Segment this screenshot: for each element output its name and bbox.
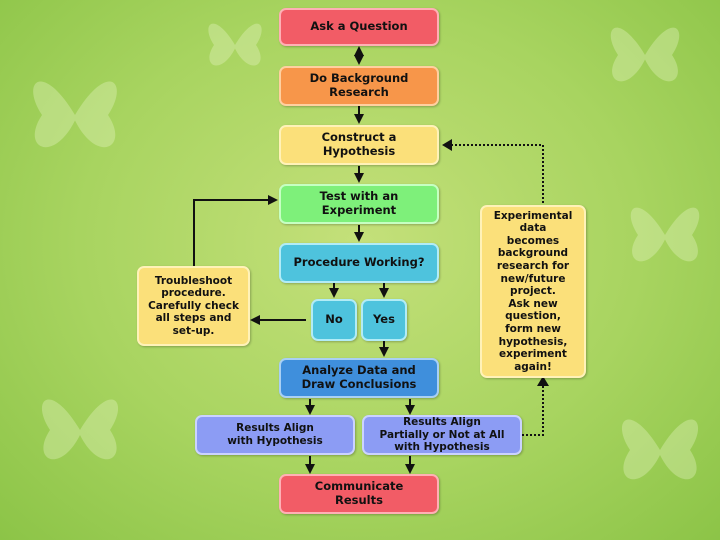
- butterfly-decoration-icon: [610, 27, 680, 82]
- node-results-align: Results Align with Hypothesis: [195, 415, 355, 455]
- node-experimental-data: Experimental data becomes background res…: [480, 205, 586, 378]
- butterfly-decoration-icon: [621, 419, 699, 480]
- node-ask-question: Ask a Question: [279, 8, 439, 46]
- node-background-research: Do Background Research: [279, 66, 439, 106]
- node-analyze-data: Analyze Data and Draw Conclusions: [279, 358, 439, 398]
- node-procedure-working: Procedure Working?: [279, 243, 439, 283]
- arrow-partial-experimental: [522, 382, 544, 436]
- node-communicate-results: Communicate Results: [279, 474, 439, 514]
- node-construct-hypothesis: Construct a Hypothesis: [279, 125, 439, 165]
- node-troubleshoot: Troubleshoot procedure. Carefully check …: [137, 266, 250, 346]
- butterfly-decoration-icon: [208, 23, 262, 66]
- arrow-troubleshoot-experiment: [193, 195, 278, 266]
- node-no: No: [311, 299, 357, 341]
- node-test-experiment: Test with an Experiment: [279, 184, 439, 224]
- node-results-partial: Results Align Partially or Not at All wi…: [362, 415, 522, 455]
- butterfly-decoration-icon: [33, 81, 117, 148]
- node-yes: Yes: [361, 299, 407, 341]
- butterfly-decoration-icon: [41, 399, 119, 460]
- butterfly-decoration-icon: [630, 207, 700, 262]
- arrow-experimental-hypothesis: [448, 144, 544, 203]
